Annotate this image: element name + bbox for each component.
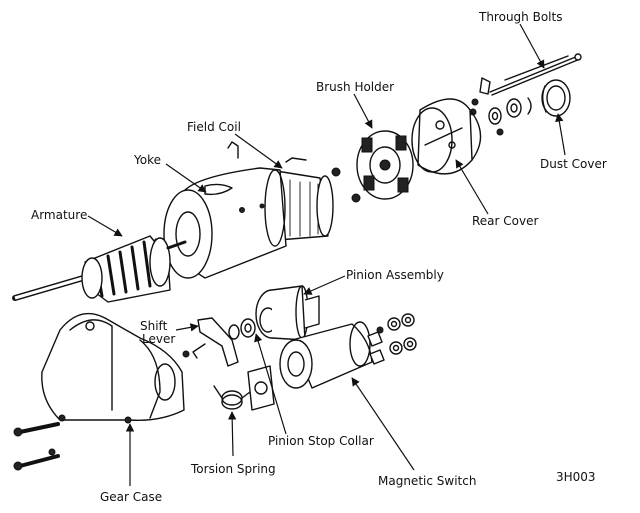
dust-cover xyxy=(541,79,571,117)
terminal-nuts xyxy=(376,313,417,355)
pinion-assembly xyxy=(255,285,320,341)
label-dust-cover: Dust Cover xyxy=(540,157,607,171)
label-armature: Armature xyxy=(31,208,87,222)
pinion-stop-collar xyxy=(228,318,256,340)
through-bolts xyxy=(489,53,582,96)
label-gear-case: Gear Case xyxy=(100,490,162,504)
label-pinion-assembly: Pinion Assembly xyxy=(346,268,444,282)
figure-code: 3H003 xyxy=(556,470,596,484)
gear-case-bolts xyxy=(13,422,60,471)
label-yoke: Yoke xyxy=(133,153,161,167)
label-magnetic-switch: Magnetic Switch xyxy=(378,474,476,488)
label-field-coil: Field Coil xyxy=(187,120,241,134)
leader-lines xyxy=(87,23,566,486)
washers xyxy=(469,77,532,136)
label-shift-lever-line2: Lever xyxy=(142,332,175,346)
label-through-bolts: Through Bolts xyxy=(478,10,562,24)
yoke xyxy=(163,167,287,279)
label-brush-holder: Brush Holder xyxy=(316,80,394,94)
label-torsion-spring: Torsion Spring xyxy=(190,462,276,476)
armature xyxy=(12,235,187,303)
gear-case xyxy=(41,312,185,424)
rear-cover xyxy=(411,98,482,175)
magnetic-switch xyxy=(279,321,385,389)
label-pinion-stop-collar: Pinion Stop Collar xyxy=(268,434,374,448)
label-rear-cover: Rear Cover xyxy=(472,214,538,228)
label-shift-lever-line1: Shift xyxy=(140,319,168,333)
part-labels: Through Bolts Brush Holder Field Coil Yo… xyxy=(31,10,607,504)
brush-holder xyxy=(331,130,414,203)
torsion-spring xyxy=(213,365,275,411)
shift-lever xyxy=(182,317,239,367)
